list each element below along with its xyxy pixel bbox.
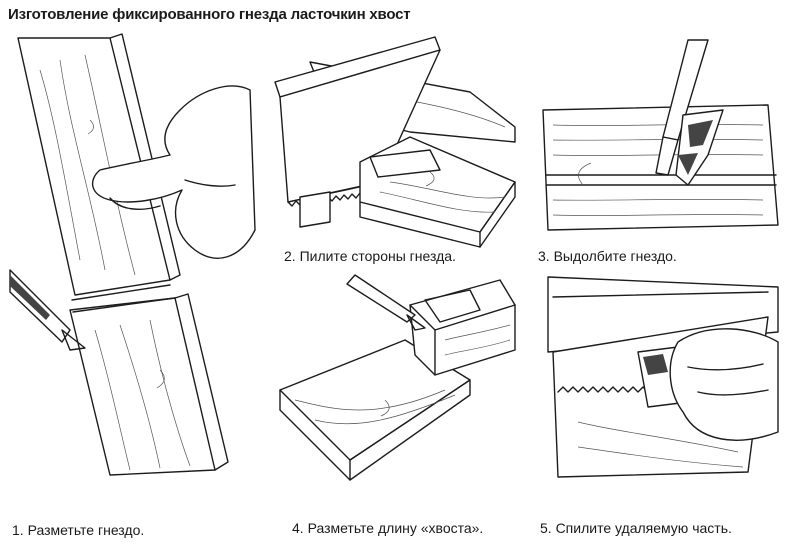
- step-3-caption: 3. Выдолбите гнездо.: [538, 248, 677, 264]
- step-5-illustration: [547, 276, 779, 478]
- step-4-illustration: [279, 274, 516, 481]
- step-1-caption: 1. Разметьте гнездо.: [12, 522, 145, 538]
- step-2-illustration: [274, 36, 516, 248]
- page-title: Изготовление фиксированного гнезда ласто…: [8, 6, 411, 23]
- step-5-caption: 5. Спилите удаляемую часть.: [540, 520, 732, 536]
- step-1-illustration: [9, 33, 256, 476]
- step-3-illustration: [542, 39, 779, 231]
- step-4-caption: 4. Разметьте длину «хвоста».: [292, 520, 484, 536]
- step-2-caption: 2. Пилите стороны гнезда.: [284, 248, 456, 264]
